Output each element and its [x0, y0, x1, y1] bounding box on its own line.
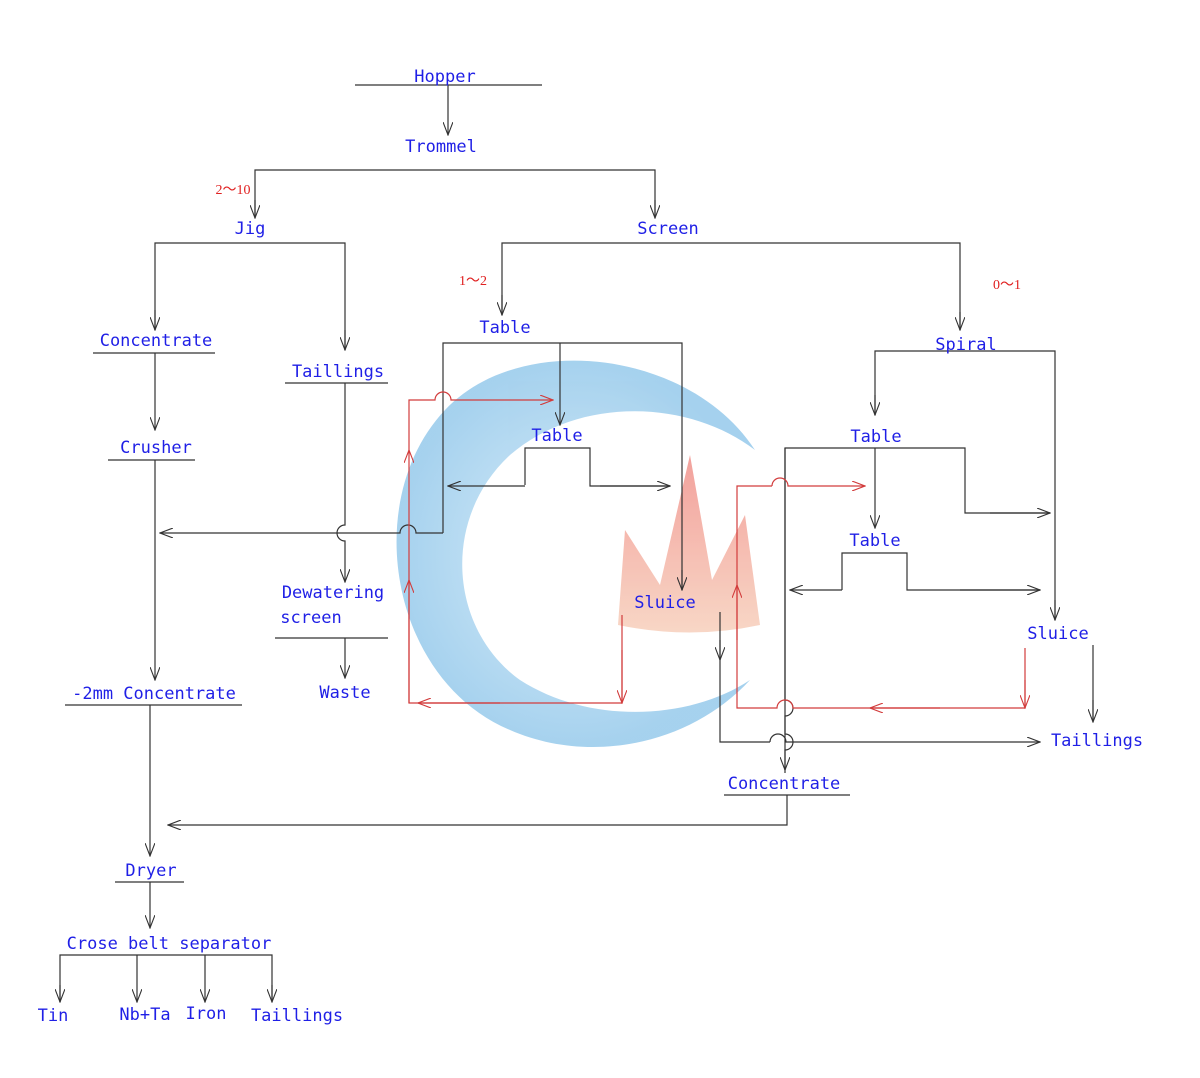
label-sluice-center: Sluice: [634, 593, 695, 613]
label-concentrate-minus2: -2mm Concentrate: [72, 684, 236, 704]
label-screen: Screen: [637, 219, 698, 239]
label-taillings-jig: Taillings: [292, 362, 384, 382]
label-crusher: Crusher: [120, 438, 192, 458]
label-jig: Jig: [235, 219, 266, 239]
label-table-spiral: Table: [850, 427, 901, 447]
label-separator: Crose belt separator: [67, 934, 272, 954]
label-concentrate-jig: Concentrate: [100, 331, 213, 351]
size-label-jig: 2～10: [216, 183, 251, 198]
label-waste: Waste: [319, 683, 370, 703]
label-dryer: Dryer: [125, 861, 176, 881]
label-iron: Iron: [186, 1004, 227, 1024]
size-label-table: 1～2: [459, 274, 487, 289]
label-table-top: Table: [479, 318, 530, 338]
label-taillings-right: Taillings: [1051, 731, 1143, 751]
label-concentrate-final: Concentrate: [728, 774, 841, 794]
size-label-spiral: 0～1: [993, 278, 1021, 293]
label-tin: Tin: [38, 1006, 69, 1026]
label-dewatering: Dewatering: [282, 583, 384, 603]
label-sluice-right: Sluice: [1027, 624, 1088, 644]
recycle-lines: [409, 391, 1025, 708]
label-table-spiral-2: Table: [849, 531, 900, 551]
label-taillings-bottom: Taillings: [251, 1006, 343, 1026]
label-trommel: Trommel: [405, 137, 477, 157]
label-table-mid: Table: [531, 426, 582, 446]
label-nbta: Nb+Ta: [119, 1005, 170, 1025]
label-hopper: Hopper: [414, 67, 475, 87]
crescent-logo-watermark: [396, 360, 760, 748]
label-spiral: Spiral: [935, 335, 996, 355]
flow-lines: [60, 85, 1093, 1002]
label-dewatering-screen: screen: [280, 608, 341, 628]
node-labels: Hopper Trommel Jig Screen Concentrate Ta…: [38, 67, 1143, 1026]
size-labels: 2～10 1～2 0～1: [216, 183, 1022, 293]
